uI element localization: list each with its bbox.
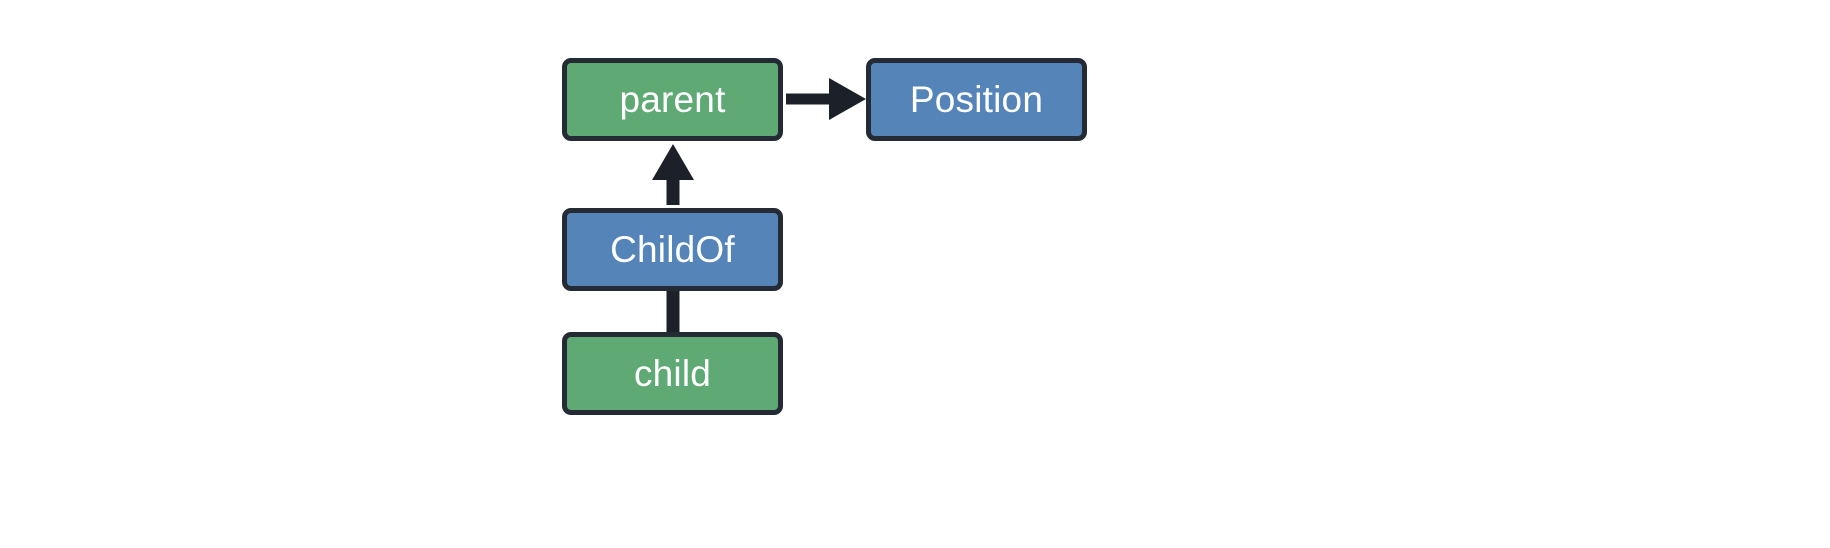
arrowhead-right-icon <box>829 78 866 120</box>
node-childof-label: ChildOf <box>610 229 735 270</box>
node-child-label: child <box>633 353 712 394</box>
node-parent[interactable]: parent <box>562 58 783 141</box>
edge-parent-to-position <box>786 78 866 120</box>
node-position-label: Position <box>909 79 1044 120</box>
node-child[interactable]: child <box>562 332 783 415</box>
arrowhead-up-icon <box>652 144 694 180</box>
edge-childof-to-parent <box>652 144 694 205</box>
node-position[interactable]: Position <box>866 58 1087 141</box>
node-childof[interactable]: ChildOf <box>562 208 783 291</box>
node-parent-label: parent <box>619 79 726 120</box>
